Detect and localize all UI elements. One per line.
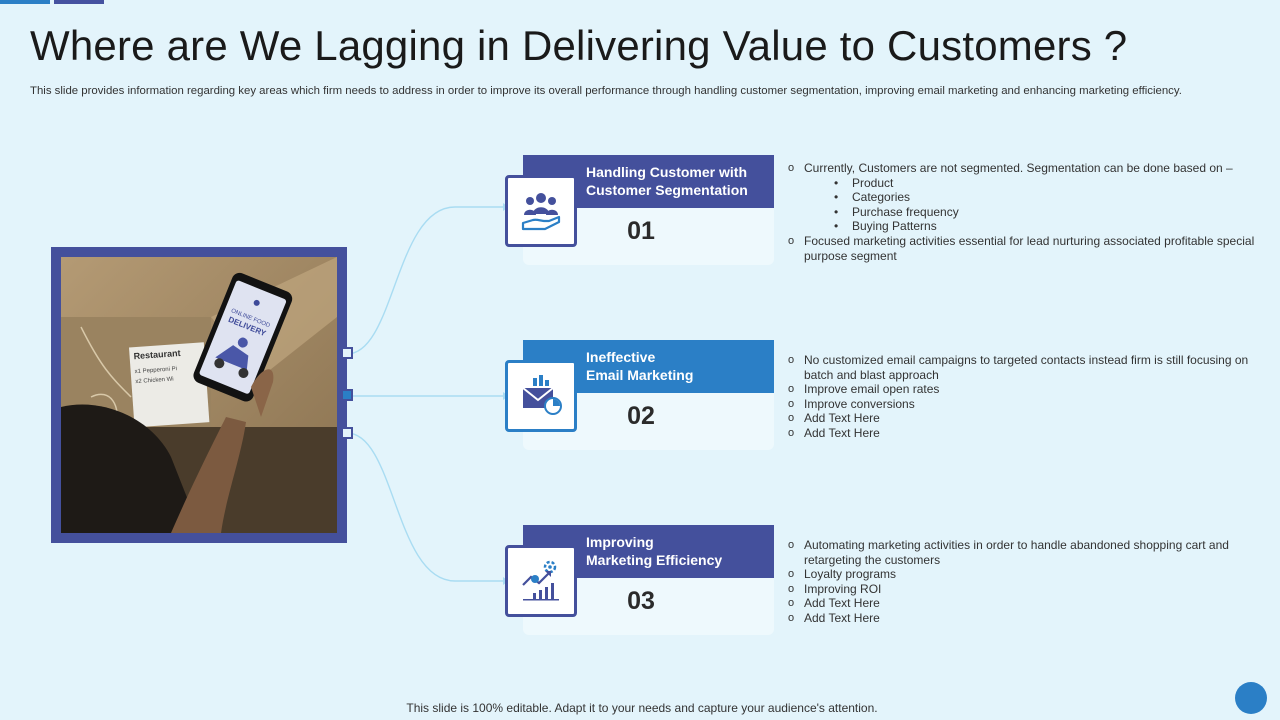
card-1-heading-line-2: Customer Segmentation	[586, 182, 748, 198]
card-3-bullet-1: Automating marketing activities in order…	[786, 538, 1261, 567]
card-3-bullet-4: Add Text Here	[786, 596, 1261, 611]
connector-to-card-3	[346, 432, 503, 582]
card-2-bullet-1: No customized email campaigns to targete…	[786, 353, 1261, 382]
photo-illustration: Restaurant x1 Pepperoni Pi x2 Chicken Wi…	[61, 257, 337, 533]
footer-note: This slide is 100% editable. Adapt it to…	[406, 701, 878, 715]
card-2-number: 02	[627, 402, 655, 430]
card-2-details: No customized email campaigns to targete…	[786, 353, 1261, 441]
card-1-subbullet-2: Categories	[786, 190, 1261, 205]
top-accent-bar-right	[54, 0, 104, 4]
card-1-icon-box	[505, 175, 577, 247]
connector-to-card-1	[346, 206, 503, 355]
card-1-bullet-2: Focused marketing activities essential f…	[786, 234, 1261, 263]
card-3-heading-line-2: Marketing Efficiency	[586, 552, 723, 568]
card-1-details: Currently, Customers are not segmented. …	[786, 161, 1261, 263]
food-delivery-photo: Restaurant x1 Pepperoni Pi x2 Chicken Wi…	[61, 257, 337, 533]
receipt-line-1: x1 Pepperoni Pi	[135, 366, 178, 375]
card-email-marketing: Ineffective Email Marketing 02	[505, 340, 774, 450]
card-1-bullet-1: Currently, Customers are not segmented. …	[786, 161, 1261, 176]
card-2-heading-line-2: Email Marketing	[586, 367, 694, 383]
card-customer-segmentation: Handling Customer with Customer Segmenta…	[505, 155, 774, 265]
card-1-subbullet-4: Buying Patterns	[786, 219, 1261, 234]
card-1-number: 01	[627, 217, 655, 245]
slide-title: Where are We Lagging in Delivering Value…	[30, 22, 1128, 69]
card-3-bullet-2: Loyalty programs	[786, 567, 1261, 582]
card-3-details: Automating marketing activities in order…	[786, 538, 1261, 626]
card-1-heading-line-1: Handling Customer with	[586, 164, 747, 180]
customer-group-hand-icon	[521, 193, 561, 231]
card-3-icon-box	[505, 545, 577, 617]
card-3-number: 03	[627, 587, 655, 615]
page-indicator-dot	[1235, 682, 1267, 714]
card-1-subbullet-3: Purchase frequency	[786, 205, 1261, 220]
card-2-bullet-3: Improve conversions	[786, 397, 1261, 412]
top-accent-bar-left	[0, 0, 50, 4]
card-2-bullet-2: Improve email open rates	[786, 382, 1261, 397]
receipt-title: Restaurant	[133, 348, 181, 361]
card-2-bullet-5: Add Text Here	[786, 426, 1261, 441]
slide-subtitle: This slide provides information regardin…	[30, 85, 1182, 97]
card-3-bullet-3: Improving ROI	[786, 582, 1261, 597]
email-chart-icon	[522, 375, 562, 415]
growth-chart-icon	[522, 560, 559, 601]
photo-frame: Restaurant x1 Pepperoni Pi x2 Chicken Wi…	[51, 247, 347, 543]
card-3-bullet-5: Add Text Here	[786, 611, 1261, 626]
card-2-heading-line-1: Ineffective	[586, 349, 656, 365]
card-1-subbullet-1: Product	[786, 176, 1261, 191]
card-2-bullet-4: Add Text Here	[786, 411, 1261, 426]
card-marketing-efficiency: Improving Marketing Efficiency 03	[505, 525, 774, 635]
card-2-icon-box	[505, 360, 577, 432]
receipt-line-2: x2 Chicken Wi	[135, 376, 174, 385]
card-3-heading-line-1: Improving	[586, 534, 654, 550]
